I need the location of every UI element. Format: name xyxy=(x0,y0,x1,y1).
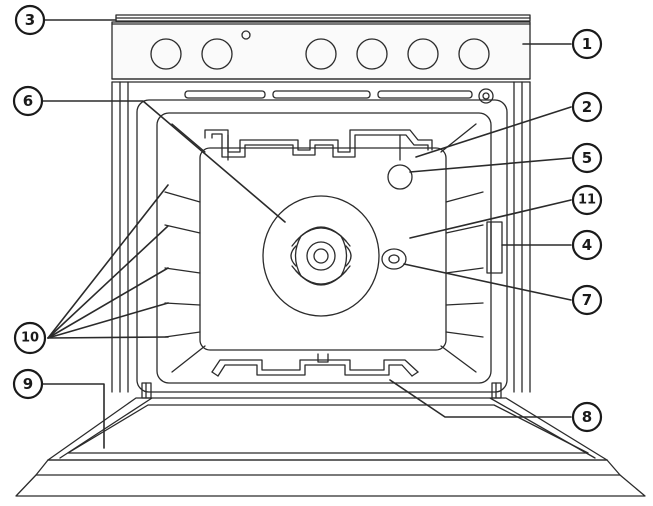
leader-lines xyxy=(41,19,572,449)
control-knob xyxy=(201,38,233,70)
svg-text:3: 3 xyxy=(25,11,35,29)
callout-4: 4 xyxy=(571,229,603,261)
bottom-heating-element xyxy=(211,353,419,377)
svg-text:11: 11 xyxy=(578,193,596,208)
control-knob xyxy=(407,38,439,70)
svg-text:5: 5 xyxy=(582,149,592,167)
callout-11: 11 xyxy=(571,184,603,216)
control-panel xyxy=(111,21,531,83)
svg-text:9: 9 xyxy=(23,375,33,393)
worktop-lid xyxy=(115,14,531,22)
control-knob xyxy=(356,38,388,70)
control-knob xyxy=(150,38,182,70)
callout-6: 6 xyxy=(12,85,44,117)
oven-door-open xyxy=(15,397,646,497)
callout-3: 3 xyxy=(14,4,46,36)
svg-text:2: 2 xyxy=(582,98,592,116)
control-knob xyxy=(305,38,337,70)
callout-2: 2 xyxy=(571,91,603,123)
svg-text:1: 1 xyxy=(582,35,592,53)
door-switch xyxy=(486,221,503,274)
top-heating-element xyxy=(204,129,433,161)
callout-9: 9 xyxy=(12,368,44,400)
rack-rails-right xyxy=(445,191,484,338)
callout-5: 5 xyxy=(571,142,603,174)
svg-text:6: 6 xyxy=(23,92,33,110)
callout-7: 7 xyxy=(571,284,603,316)
control-knob xyxy=(458,38,490,70)
svg-text:7: 7 xyxy=(582,291,592,309)
callout-8: 8 xyxy=(571,401,603,433)
oven-lamp xyxy=(478,88,494,104)
svg-text:10: 10 xyxy=(21,331,39,346)
convection-fan xyxy=(262,195,380,317)
temperature-sensor xyxy=(381,248,407,270)
svg-text:4: 4 xyxy=(582,236,592,254)
rear-lamp xyxy=(387,164,413,190)
indicator-light xyxy=(241,30,251,40)
cabinet-frame xyxy=(111,81,531,393)
rack-rails-left xyxy=(164,191,201,338)
callout-1: 1 xyxy=(571,28,603,60)
callout-10: 10 xyxy=(13,321,47,355)
svg-text:8: 8 xyxy=(582,408,592,426)
